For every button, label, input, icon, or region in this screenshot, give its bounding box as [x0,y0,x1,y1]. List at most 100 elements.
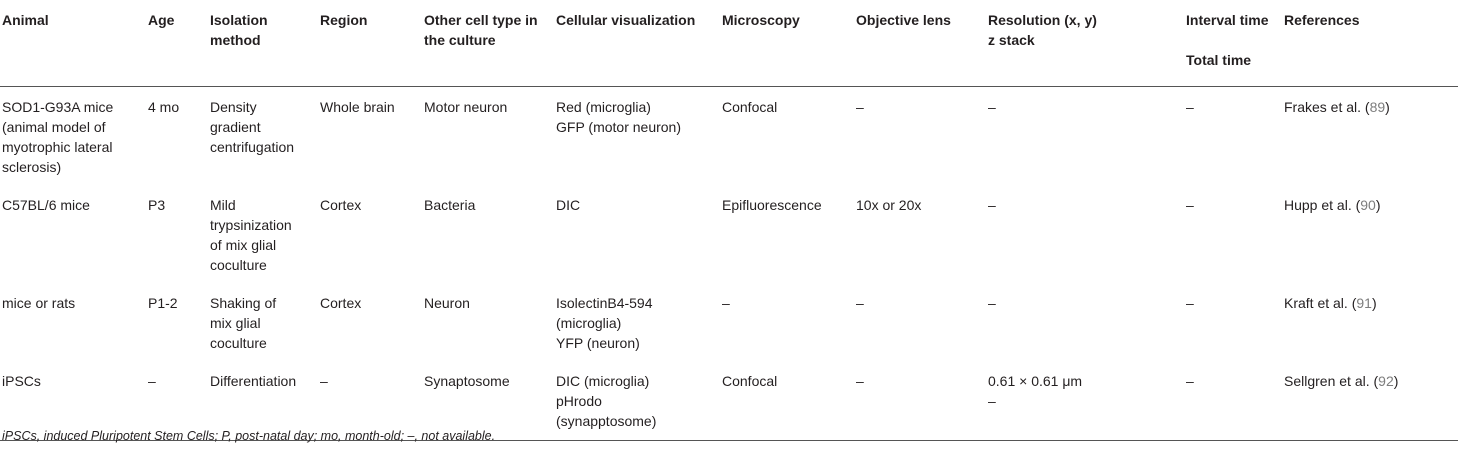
cell-age: – [146,360,208,441]
cell-text: myotrophic lateral [2,138,113,155]
cell-text: 0.61 × 0.61 μm [988,372,1083,389]
cell-text: centrifugation [210,138,295,155]
cell-text: Confocal [722,372,778,389]
header-text: Region [320,12,368,28]
cell-text: Epifluorescence [722,196,822,213]
cell-cellular-visualization: IsolectinB4-594(microglia)YFP (neuron) [554,283,720,361]
reference-link[interactable]: 89 [1369,98,1386,115]
cell-objective-lens: – [854,86,986,185]
cell-text: gradient [210,118,261,135]
cell-text: Cortex [320,294,362,311]
header-references: References [1282,0,1458,87]
cell-other-cell-type: Neuron [422,283,554,361]
cell-objective-lens: – [854,283,986,361]
header-text: z stack [988,32,1035,48]
cell-text: – [988,294,996,311]
cell-text: – [1186,196,1194,213]
header-animal: Animal [0,0,146,87]
cell-other-cell-type: Motor neuron [422,86,554,185]
cell-text: Mild [210,196,236,213]
header-text: Interval time [1186,12,1269,28]
cell-animal: mice or rats [0,283,146,361]
reference-link[interactable]: 92 [1378,372,1394,389]
cell-text: Differentiation [210,372,297,389]
cell-age: P3 [146,185,208,283]
cell-other-cell-type: Bacteria [422,185,554,283]
cell-interval-time: – [1184,360,1282,441]
cell-text: – [148,372,156,389]
cell-text: – [856,294,864,311]
cell-text: Shaking of [210,294,277,311]
cell-region: Cortex [318,283,422,361]
cell-region: – [318,360,422,441]
cell-text: Red (microglia) [556,98,651,115]
cell-text: Motor neuron [424,98,508,115]
cell-text: Synaptosome [424,372,510,389]
cell-text: coculture [210,256,267,273]
cell-text: P1-2 [148,294,178,311]
header-region: Region [318,0,422,87]
header-resolution: Resolution (x, y)z stack [986,0,1184,87]
cell-cellular-visualization: Red (microglia) GFP (motor neuron) [554,86,720,185]
reference-link[interactable]: 91 [1356,294,1372,311]
cell-text: DIC [556,196,581,213]
cell-references: Sellgren et al. (92) [1282,360,1458,441]
header-text: Microscopy [722,12,800,28]
reference-author: Sellgren et al. ( [1284,372,1379,389]
header-text: the culture [424,32,496,48]
cell-text: C57BL/6 mice [2,196,90,213]
cell-resolution: 0.61 × 0.61 μm– [986,360,1184,441]
cell-text: mix glial [210,314,261,331]
header-text: method [210,32,261,48]
cell-references: Hupp et al. (90) [1282,185,1458,283]
cell-animal: C57BL/6 mice [0,185,146,283]
cell-text: (synapptosome) [556,412,657,429]
cell-text: – [1186,294,1194,311]
header-text: Isolation [210,12,268,28]
cell-text: iPSCs [2,372,41,389]
table-footnote: iPSCs, induced Pluripotent Stem Cells; P… [2,429,496,443]
cell-other-cell-type: Synaptosome [422,360,554,441]
cell-text: mice or rats [2,294,76,311]
cell-text: Confocal [722,98,778,115]
cell-text: – [856,98,864,115]
cell-resolution: – [986,283,1184,361]
reference-close: ) [1393,372,1399,389]
cell-age: P1-2 [146,283,208,361]
table-row: iPSCs – Differentiation – Synaptosome DIC (mi… [0,360,1458,441]
header-text: Other cell type in [424,12,538,28]
cell-text: – [320,372,328,389]
header-text: Total time [1186,52,1252,68]
header-objective-lens: Objective lens [854,0,986,87]
cell-cellular-visualization: DIC [554,185,720,283]
header-microscopy: Microscopy [720,0,854,87]
cell-objective-lens: 10x or 20x [854,185,986,283]
reference-close: ) [1371,294,1377,311]
cell-text: – [988,98,996,115]
cell-text: GFP (motor neuron) [556,118,682,135]
reference-link[interactable]: 90 [1360,196,1376,213]
cell-age: 4 mo [146,86,208,185]
header-text: Cellular visualization [556,12,696,28]
header-other-cell-type: Other cell type in the culture [422,0,554,87]
cell-microscopy: Confocal [720,360,854,441]
cell-text: – [988,196,996,213]
cell-text: 10x or 20x [856,196,922,213]
cell-text: (animal model of [2,118,106,135]
cell-microscopy: Confocal [720,86,854,185]
cell-text: sclerosis) [2,158,62,175]
cell-objective-lens: – [854,360,986,441]
cell-text: DIC (microglia) [556,372,650,389]
cell-text: (microglia) [556,314,622,331]
cell-text: 4 mo [148,98,180,115]
cell-cellular-visualization: DIC (microglia)pHrodo(synapptosome) [554,360,720,441]
reference-author: Hupp et al. ( [1284,196,1361,213]
reference-author: Frakes et al. ( [1284,98,1370,115]
